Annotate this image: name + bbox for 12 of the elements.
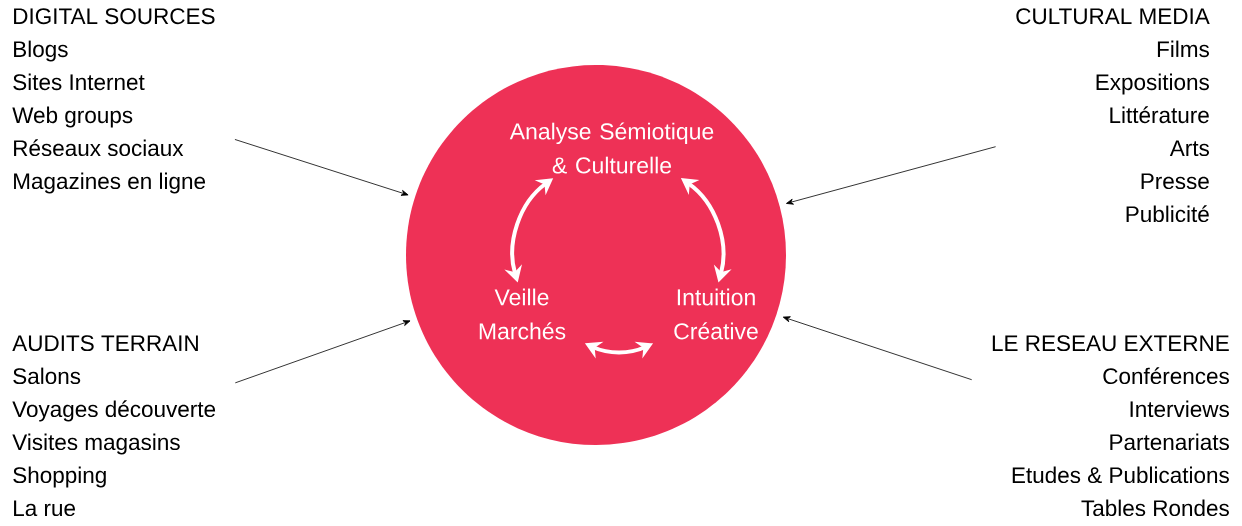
arrow <box>234 139 409 196</box>
source-list: AUDITS TERRAIN Salons Voyages découverte Visites magasins Shopping La rue <box>12 335 216 517</box>
circle-label: Intuition Créative <box>674 288 758 340</box>
hub-circle <box>406 65 786 445</box>
arrow <box>782 316 973 381</box>
arrow <box>234 320 411 384</box>
source-list: LE RESEAU EXTERNE Conférences Interviews Partenariats Etudes & Publications Tables Rondes <box>992 335 1229 517</box>
arrow <box>786 146 996 205</box>
source-list: CULTURAL MEDIA Films Expositions Littérature Arts Presse Publicité <box>1016 8 1210 223</box>
circle-label: Veille Marchés <box>479 288 566 340</box>
circle-label: Analyse Sémiotique & Culturelle <box>509 122 714 174</box>
source-list: DIGITAL SOURCES Blogs Sites Internet Web groups Réseaux sociaux Magazines en ligne <box>12 8 215 194</box>
